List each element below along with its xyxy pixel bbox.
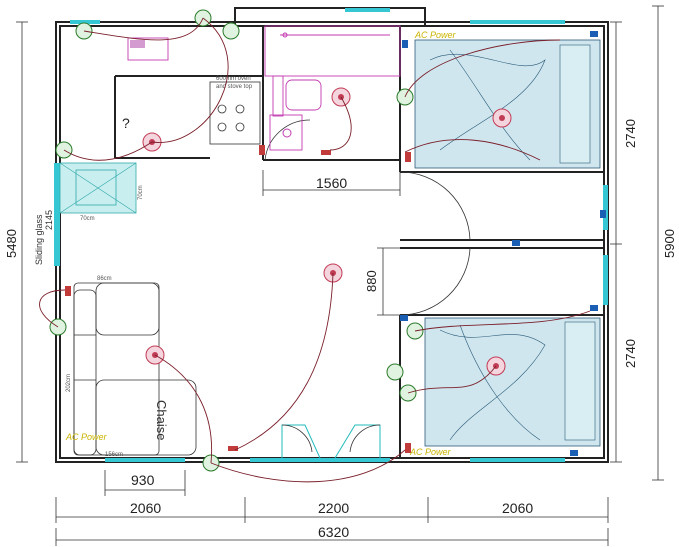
ac-power-living: AC Power bbox=[65, 432, 108, 442]
bed-top bbox=[414, 39, 601, 169]
kitchen: 600mm oven and stove top ? bbox=[122, 37, 261, 145]
corridor-dimension: 880 bbox=[364, 247, 400, 316]
sofa-length-label: 202cm bbox=[66, 374, 72, 392]
left-dimension: 5480 bbox=[4, 21, 28, 463]
sofa-width-label: 86cm bbox=[97, 276, 112, 282]
overall-width: 6320 bbox=[318, 524, 349, 540]
sliding-glass-size: 2145 bbox=[44, 210, 54, 230]
sofa: Chaise 86cm 202cm 156cm bbox=[66, 276, 197, 458]
outlets bbox=[65, 31, 606, 456]
bath-width: 1560 bbox=[316, 175, 347, 191]
chaise-offset: 930 bbox=[131, 472, 155, 488]
wiring bbox=[39, 17, 591, 483]
right-overall-height: 5900 bbox=[662, 229, 677, 258]
ac-power-bedroom-bottom: AC Power bbox=[409, 447, 452, 457]
corridor-width: 880 bbox=[364, 270, 379, 292]
sliding-glass-label: Sliding glass bbox=[34, 214, 44, 265]
bedroom-width: 2060 bbox=[502, 500, 533, 516]
chaise-label: Chaise bbox=[154, 400, 169, 440]
oven-note-line2: and stove top bbox=[216, 84, 253, 90]
sofa-base-label: 156cm bbox=[105, 452, 123, 458]
ceiling-lights bbox=[142, 87, 512, 376]
left-overall-height: 5480 bbox=[4, 229, 19, 258]
windows bbox=[70, 8, 608, 462]
shower-width-label: 70cm bbox=[80, 216, 95, 222]
bedroom-depth-top: 2740 bbox=[623, 119, 638, 148]
entry-doors bbox=[281, 424, 381, 459]
right-dimensions: 2740 2740 5900 bbox=[610, 5, 677, 481]
sliding-glass-door: Sliding glass 2145 70cm 70cm bbox=[34, 162, 144, 266]
bath-dimension: 1560 bbox=[262, 170, 401, 196]
bedroom-depth-bottom: 2740 bbox=[623, 339, 638, 368]
shower-height-label: 70cm bbox=[138, 185, 144, 200]
bathroom bbox=[264, 25, 401, 151]
living-width: 2060 bbox=[130, 500, 161, 516]
door-swings bbox=[264, 119, 471, 316]
bed-bottom bbox=[424, 317, 601, 447]
bottom-dimensions: 930 2060 2200 2060 6320 bbox=[55, 470, 609, 546]
hall-width: 2200 bbox=[318, 500, 349, 516]
question-mark: ? bbox=[122, 115, 130, 131]
oven-note-line1: 600mm oven bbox=[216, 76, 251, 82]
ac-power-bedroom-top: AC Power bbox=[414, 30, 457, 40]
